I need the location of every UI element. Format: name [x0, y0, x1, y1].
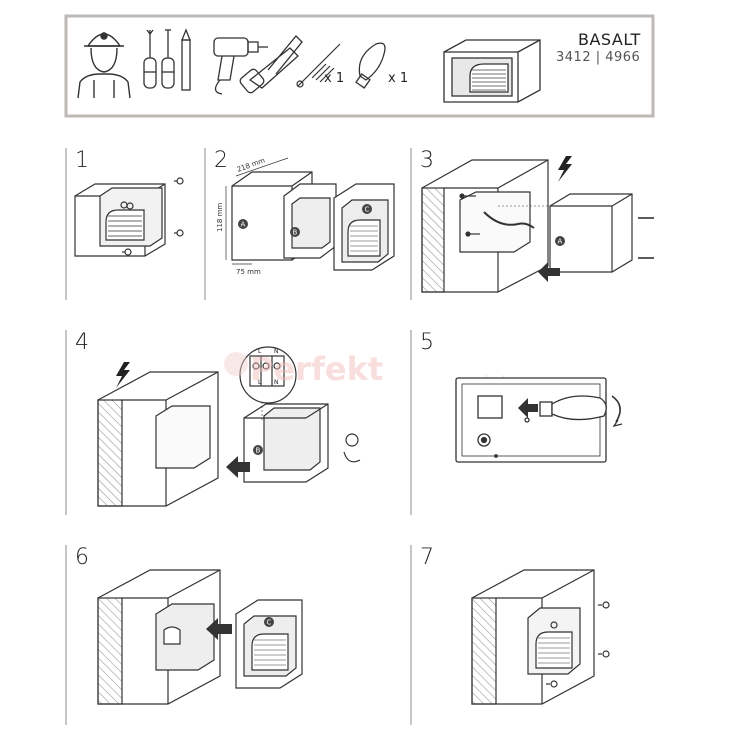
step-6-illustration	[97, 569, 303, 705]
product-title: BASALT	[578, 30, 641, 49]
worker-helmet-icon	[77, 32, 131, 99]
insert-arrow-step6	[206, 618, 232, 640]
label-c: C	[365, 206, 370, 214]
step-5-illustration	[455, 377, 623, 463]
wire-l-top: L	[258, 348, 262, 355]
label-a: A	[241, 221, 246, 229]
step-2-illustration	[225, 157, 395, 271]
dim-width: 218 mm	[236, 156, 266, 174]
step-number-7: 7	[420, 545, 434, 570]
dim-height: 118 mm	[216, 203, 224, 232]
step-1-illustration	[74, 177, 184, 257]
label-b-step4-marker	[253, 445, 263, 455]
bulb-quantity: x 1	[388, 71, 408, 86]
label-b: B	[293, 229, 298, 237]
lightning-icon	[558, 156, 572, 182]
wire-n-bottom: N	[274, 379, 279, 386]
dim-depth: 75 mm	[236, 268, 261, 276]
label-c-step6-marker	[264, 617, 274, 627]
label-a-step3-marker	[555, 236, 565, 246]
wire-n-top: N	[274, 348, 279, 355]
step-3-illustration	[421, 159, 654, 293]
step-number-2: 2	[214, 148, 228, 173]
step-number-6: 6	[75, 545, 89, 570]
product-lamp-image	[443, 39, 541, 103]
screwdriver-icon	[143, 29, 175, 89]
bulb-icon	[355, 42, 386, 89]
part-labels-step2: A B C	[238, 204, 372, 237]
watermark-brand: Perfekt	[250, 350, 383, 388]
insert-arrow-step5	[518, 398, 538, 418]
label-b-step4: B	[256, 447, 261, 455]
step-number-1: 1	[75, 148, 89, 173]
lightning-icon-step4	[116, 362, 130, 388]
pencil-icon	[181, 28, 191, 91]
insert-arrow	[538, 262, 560, 282]
step-number-5: 5	[420, 330, 434, 355]
insert-arrow-step4	[226, 456, 250, 478]
drill-icon	[213, 37, 268, 95]
label-a-step3: A	[558, 238, 563, 246]
wire-l-bottom: L	[258, 379, 262, 386]
product-codes: 3412 | 4966	[556, 50, 641, 65]
step-4-illustration	[97, 346, 361, 507]
panel-dividers	[65, 148, 412, 725]
dowel-quantity: x 1	[324, 71, 344, 86]
step-number-3: 3	[420, 148, 434, 173]
saw-icon	[239, 35, 303, 94]
dowel-screw-icon	[296, 43, 341, 88]
step-number-4: 4	[75, 330, 89, 355]
step-7-illustration	[471, 569, 610, 705]
label-c-step6: C	[267, 619, 272, 627]
